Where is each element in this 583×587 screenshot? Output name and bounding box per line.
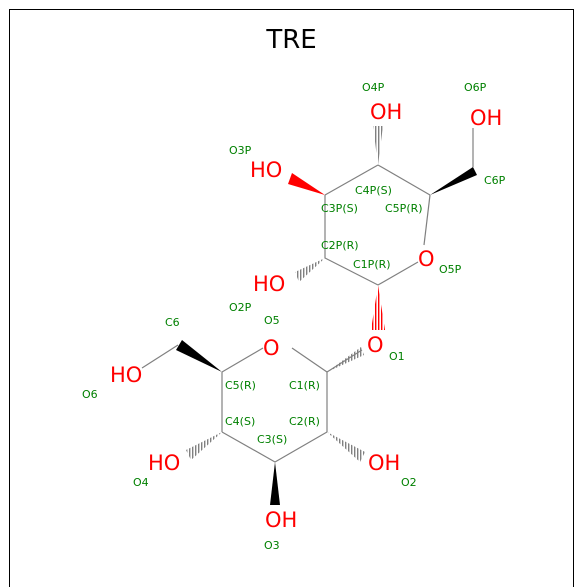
o4p-label: OH bbox=[370, 100, 402, 124]
o2-label: OH bbox=[368, 451, 400, 475]
atom-c6p: C6P bbox=[484, 174, 506, 187]
o4-label: HO bbox=[148, 451, 180, 475]
c1p-o1-hash bbox=[371, 285, 385, 330]
atom-o6: O6 bbox=[82, 388, 98, 401]
c4-o4-hash bbox=[186, 432, 222, 460]
o3-label: OH bbox=[265, 508, 297, 532]
o2p-label: HO bbox=[253, 272, 285, 296]
lower-ring-bonds bbox=[141, 344, 363, 463]
c2p-o2p-hash bbox=[295, 258, 325, 282]
atom-o1: O1 bbox=[389, 350, 405, 363]
c2-o2-hash bbox=[327, 432, 365, 462]
c3p-o3p-wedge bbox=[288, 173, 325, 195]
diagram-frame bbox=[9, 9, 574, 587]
ring-c3: C3(S) bbox=[257, 433, 287, 446]
o5p-label: O bbox=[418, 247, 435, 271]
c1-o1-hash bbox=[327, 347, 364, 372]
atom-o2p: O2P bbox=[229, 301, 252, 314]
atom-o3p: O3P bbox=[229, 144, 252, 157]
c3-o3-wedge bbox=[270, 462, 280, 505]
c5p-c6p-wedge bbox=[430, 167, 477, 195]
ring-c4: C4(S) bbox=[225, 415, 255, 428]
atom-o4: O4 bbox=[133, 476, 149, 489]
o3p-label: HO bbox=[250, 158, 282, 182]
atom-o5p: O5P bbox=[439, 263, 462, 276]
ring-c5: C5(R) bbox=[225, 379, 256, 392]
ring-c3p: C3P(S) bbox=[321, 202, 358, 215]
ring-c2: C2(R) bbox=[289, 415, 320, 428]
upper-ring-bonds bbox=[324, 128, 474, 286]
ring-c5p: C5P(R) bbox=[385, 202, 423, 215]
ring-c1p: C1P(R) bbox=[353, 258, 391, 271]
c4p-o4p-hash bbox=[373, 126, 383, 165]
o6-label: HO bbox=[110, 363, 142, 387]
molecule-title: TRE bbox=[266, 25, 317, 55]
ring-c1: C1(R) bbox=[289, 379, 320, 392]
atom-o6p: O6P bbox=[464, 81, 487, 94]
atom-o4p: O4P bbox=[362, 81, 385, 94]
atom-o2: O2 bbox=[401, 476, 417, 489]
o1-label: O bbox=[367, 333, 384, 357]
ring-c2p: C2P(R) bbox=[321, 239, 359, 252]
o6p-label: OH bbox=[470, 106, 502, 130]
o5-label: O bbox=[263, 336, 280, 360]
ring-c4p: C4P(S) bbox=[355, 184, 392, 197]
atom-c6: C6 bbox=[165, 316, 180, 329]
atom-o3: O3 bbox=[264, 539, 280, 552]
atom-o5: O5 bbox=[264, 314, 280, 327]
c5-c6-wedge bbox=[176, 340, 222, 372]
